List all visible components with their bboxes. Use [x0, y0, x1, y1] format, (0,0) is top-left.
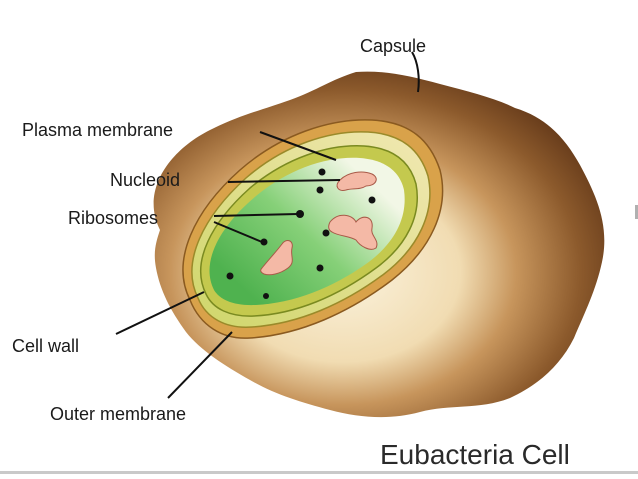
edge-marker [635, 205, 638, 219]
bottom-divider [0, 471, 638, 474]
label-plasma-membrane: Plasma membrane [22, 120, 173, 140]
ribosome [322, 229, 330, 237]
label-cell-wall: Cell wall [12, 336, 79, 356]
nucleoid-middle [328, 214, 378, 250]
ribosome [316, 264, 324, 272]
ribosome [296, 210, 304, 218]
cytoplasm-shape [209, 157, 405, 306]
ribosome [316, 186, 324, 194]
nucleoid-lower [260, 240, 293, 276]
ribosome [226, 272, 234, 280]
ribosome [368, 196, 376, 204]
ribosome [260, 238, 268, 246]
nucleoid-upper [336, 171, 377, 191]
leader-lines [115, 51, 420, 399]
label-nucleoid: Nucleoid [110, 170, 180, 190]
label-outer-membrane: Outer membrane [50, 404, 186, 424]
diagram-title: Eubacteria Cell [380, 439, 570, 470]
ribosomes-group [226, 168, 376, 299]
label-capsule: Capsule [360, 36, 426, 56]
label-ribosomes: Ribosomes [68, 208, 158, 228]
ribosome [318, 168, 326, 176]
ribosome [263, 293, 269, 299]
